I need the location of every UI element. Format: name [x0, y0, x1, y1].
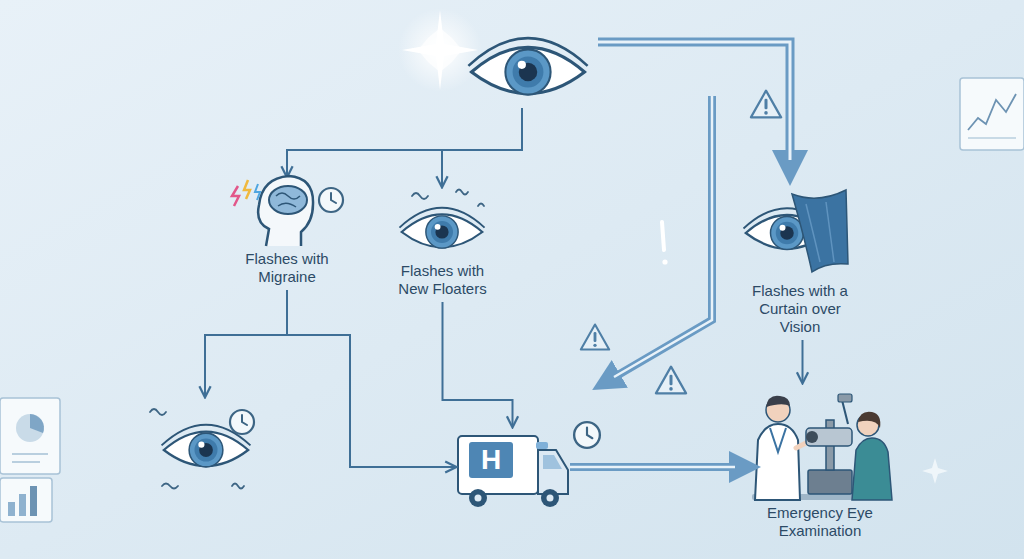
flow-lines	[205, 108, 522, 396]
faded-arrow	[676, 88, 690, 240]
floaters	[150, 409, 244, 489]
diagonal-arrow	[606, 96, 712, 382]
thick-arrow	[598, 42, 790, 168]
ambulance-icon	[458, 436, 568, 507]
clock-icon	[574, 422, 600, 448]
chart-card	[960, 78, 1024, 150]
warning-icon	[656, 367, 686, 394]
curtain-node: Flashes with a Curtain over Vision	[740, 186, 860, 340]
warning-icon	[751, 91, 781, 118]
curtain-folds	[806, 202, 834, 262]
clock-icon	[230, 410, 254, 434]
exclamation-dot	[662, 259, 667, 264]
thick-arrow	[570, 463, 745, 471]
bar-card	[0, 478, 52, 522]
flow-arrow	[287, 290, 455, 467]
migraine-icon	[232, 176, 313, 246]
clock-icon	[319, 188, 343, 212]
node-label: Flashes with Migraine	[222, 250, 352, 286]
eye-icon	[399, 208, 484, 248]
arrow-highlight	[570, 466, 735, 469]
floaters	[412, 190, 484, 207]
curtain-shape	[792, 190, 848, 272]
exclamation	[662, 222, 664, 250]
eye-icon	[468, 38, 587, 95]
flow-arrow	[802, 340, 804, 382]
migraine-node: Flashes with Migraine	[222, 178, 352, 290]
node-label: Flashes with New Floaters	[385, 262, 500, 298]
ambulance-node: H	[455, 426, 570, 508]
exam-node: Emergency Eye Examination	[745, 382, 895, 544]
hospital-sign: H	[469, 442, 513, 478]
flow-arrow	[443, 302, 513, 426]
flash-burst	[398, 8, 482, 92]
exam-scene	[752, 394, 892, 500]
warning-icon	[581, 325, 609, 350]
floaters-node: Flashes with New Floaters	[385, 192, 500, 302]
node-label: Emergency Eye Examination	[745, 504, 895, 540]
pie-card	[0, 398, 60, 474]
node-label: Flashes with a Curtain over Vision	[740, 282, 860, 336]
sparkle	[922, 458, 948, 484]
